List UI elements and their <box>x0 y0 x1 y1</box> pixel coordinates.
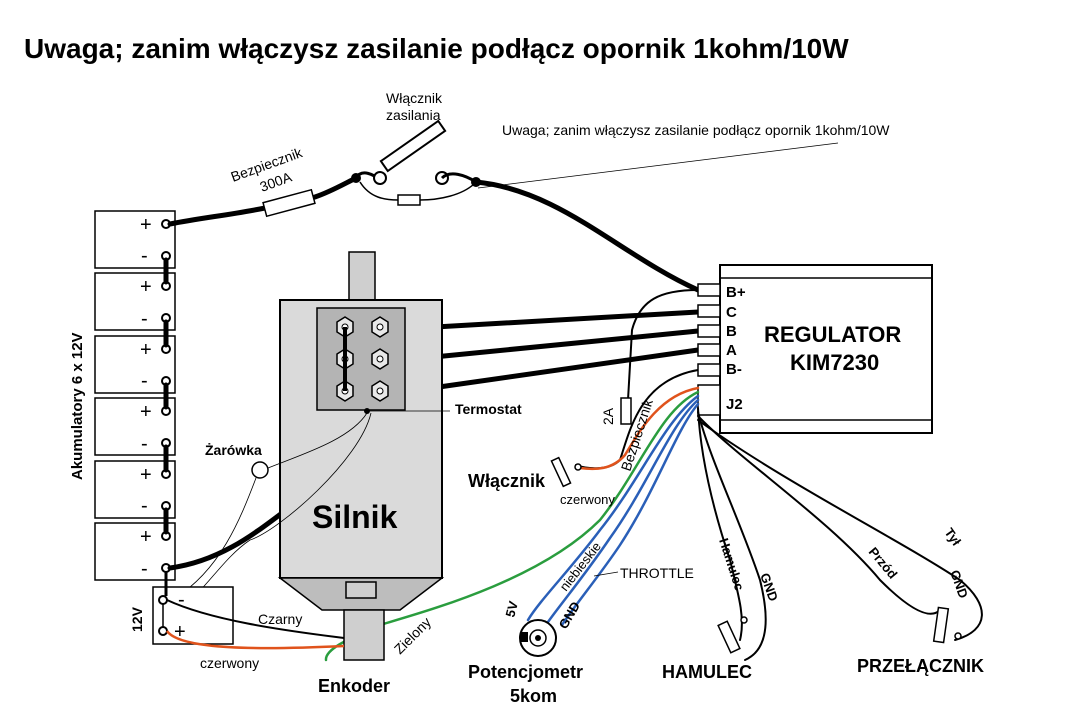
battery-minus-sign: - <box>141 433 148 455</box>
red-wire-label: czerwony <box>560 492 615 507</box>
terminal-j2: J2 <box>726 396 743 413</box>
note-leader-line <box>477 142 839 189</box>
encoder-red-wire <box>165 630 345 650</box>
battery-minus-sign: - <box>141 495 148 517</box>
controller-connectors <box>697 283 721 416</box>
brake-label: HAMULEC <box>662 662 752 682</box>
brake-contact <box>740 616 748 624</box>
key-switch-contact <box>574 463 582 471</box>
battery-label: Akumulatory 6 x 12V <box>69 332 86 480</box>
j2-harness <box>324 386 983 662</box>
selector-label: PRZEŁĄCZNIK <box>857 656 984 676</box>
main-fuse <box>262 188 316 218</box>
encoder-label: Enkoder <box>318 676 390 696</box>
battery-minus-sign: - <box>141 245 148 267</box>
motor <box>277 251 445 611</box>
aux-fuse-value: 2A <box>600 407 616 425</box>
controller <box>719 264 933 434</box>
terminal-c: C <box>726 304 737 321</box>
aux-fuse <box>620 397 632 425</box>
pot-label: Potencjometr <box>468 662 583 682</box>
throttle-label: THROTTLE <box>620 565 694 581</box>
battery-minus-sign: - <box>141 308 148 330</box>
controller-model: KIM7230 <box>790 350 879 375</box>
potentiometer <box>519 619 557 657</box>
battery-plus-sign: + <box>140 339 152 361</box>
battery-minus-sign: - <box>141 370 148 392</box>
encoder <box>343 609 385 661</box>
terminal-a: A <box>726 342 737 359</box>
aux-12v-label: 12V <box>129 606 145 632</box>
terminal-b: B <box>726 323 737 340</box>
page-title: Uwaga; zanim włączysz zasilanie podłącz … <box>24 33 849 64</box>
power-switch-label: Włącznik <box>386 90 443 106</box>
aux-minus: - <box>178 589 185 611</box>
battery-minus-sign: - <box>141 558 148 580</box>
key-switch <box>550 456 572 488</box>
selector-fwd-label: Przód <box>866 544 901 581</box>
encoder-black-wire <box>166 599 345 639</box>
key-switch-label: Włącznik <box>468 471 546 491</box>
pot-gnd-label: GND <box>556 599 583 632</box>
aux-plus: + <box>174 621 186 643</box>
battery-plus-sign: + <box>140 214 152 236</box>
brake-switch <box>717 620 741 654</box>
throttle-leader <box>593 571 619 577</box>
battery-plus-sign: + <box>140 526 152 548</box>
battery-plus-sign: + <box>140 401 152 423</box>
selector-switch <box>932 606 950 644</box>
bulb-label: Żarówka <box>205 442 262 458</box>
thermostat-label: Termostat <box>455 401 522 417</box>
pot-5v-label: 5V <box>502 599 521 619</box>
battery-plus-sign: + <box>140 464 152 486</box>
warning-note: Uwaga; zanim włączysz zasilanie podłącz … <box>502 122 890 138</box>
pot-value: 5kom <box>510 686 557 706</box>
selector-rev-label: Tył <box>942 525 965 549</box>
terminal-bminus: B- <box>726 361 742 378</box>
bplus-thin-wire <box>627 289 699 401</box>
power-switch-label-2: zasilania <box>386 107 441 123</box>
thermostat-point <box>364 408 370 414</box>
red-wire-label-2: czerwony <box>200 655 259 671</box>
terminal-bplus: B+ <box>726 284 746 301</box>
battery-pack <box>94 210 176 581</box>
blue-wire-label: niebieskie <box>557 539 604 594</box>
bulb <box>251 461 269 479</box>
selector-gnd-label: GND <box>947 568 971 600</box>
aux-12v-battery <box>152 586 234 645</box>
power-switch <box>351 119 481 206</box>
black-wire-label: Czarny <box>258 611 302 627</box>
motor-label: Silnik <box>312 499 398 535</box>
selector-contact <box>954 632 962 640</box>
brake-wire-label: Hamulec <box>716 536 747 592</box>
battery-plus-sign: + <box>140 276 152 298</box>
controller-label: REGULATOR <box>764 322 901 347</box>
